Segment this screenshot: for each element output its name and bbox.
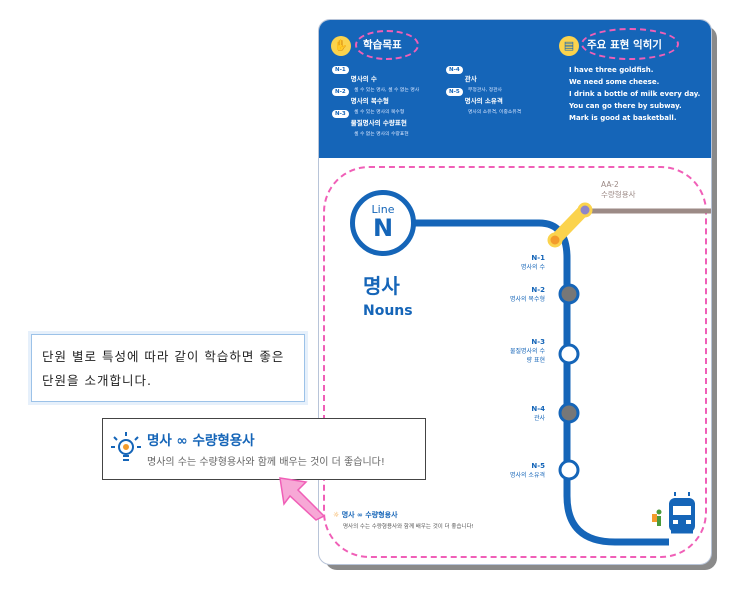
line-title-kr: 명사 [363, 274, 400, 298]
description-callout: 단원 별로 특성에 따라 같이 학습하면 좋은 단원을 소개합니다. [31, 334, 305, 402]
highlight-oval [355, 30, 419, 60]
lightbulb-icon [111, 432, 141, 461]
lightbulb-icon: ☼ [333, 511, 340, 519]
pointer-arrow [279, 477, 326, 521]
highlight-dashed-area [323, 166, 707, 558]
station-n3-dot [558, 343, 580, 365]
expressions-title: 주요 표현 익히기 [587, 39, 662, 51]
station-aa2-dot [577, 202, 593, 218]
expression-line: You can go there by subway. [569, 102, 682, 110]
hand-icon: ✋ [331, 36, 351, 56]
subway-map [407, 202, 711, 546]
zoom-tip-title: 명사 ∞ 수량형용사 [147, 433, 255, 449]
line-title-en: Nouns [363, 303, 413, 319]
station-n5-dot [558, 459, 580, 481]
line-n-badge: Line N [350, 190, 416, 256]
people-icon [652, 509, 662, 526]
goals-title: 학습목표 [363, 39, 402, 51]
expression-line: I have three goldfish. [569, 66, 654, 74]
highlight-oval [581, 28, 679, 60]
expression-line: Mark is good at basketball. [569, 114, 677, 122]
train-icon [669, 492, 695, 534]
zoomed-tip-box: 명사 ∞ 수량형용사 명사의 수는 수량형용사와 함께 배우는 것이 더 좋습니… [102, 418, 426, 480]
station-n4-dot [558, 402, 580, 424]
station-n1-dot [547, 232, 563, 248]
line-n-track [407, 219, 669, 546]
mini-tip: ☼ 명사 ∞ 수량형용사 명사의 수는 수량형용사와 함께 배우는 것이 더 좋… [333, 511, 474, 530]
expression-line: We need some cheese. [569, 78, 660, 86]
station-n2-dot [558, 283, 580, 305]
book-icon: ▤ [559, 36, 579, 56]
zoom-tip-text: 명사의 수는 수량형용사와 함께 배우는 것이 더 좋습니다! [147, 457, 385, 468]
expression-line: I drink a bottle of milk every day. [569, 90, 701, 98]
